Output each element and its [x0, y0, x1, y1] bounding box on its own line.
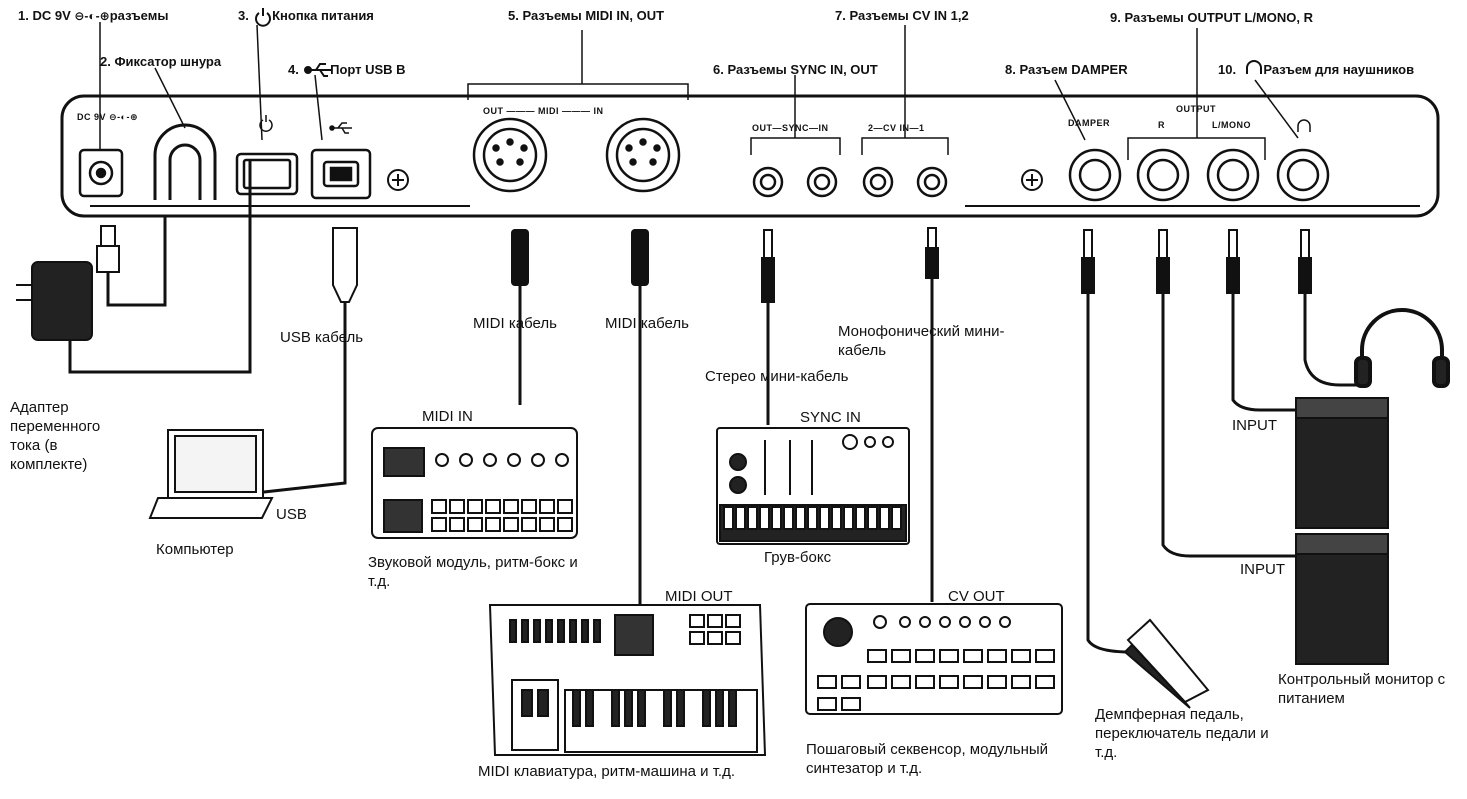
caption-lock: 2. Фиксатор шнура	[100, 54, 222, 69]
panel-headphone-icon	[1297, 119, 1311, 132]
label-computer: Компьютер	[156, 541, 234, 558]
panel-label-dc: DC 9V ⊖-◐-⊕	[77, 112, 138, 123]
label-monitor: Контрольный монитор с питанием	[1278, 671, 1446, 707]
panel-label-dc-text: DC 9V	[77, 112, 107, 122]
monitors	[1295, 397, 1389, 665]
label-midi-out: MIDI OUT	[665, 588, 733, 605]
label-groovebox: Грув-бокс	[764, 549, 832, 566]
label-input-2: INPUT	[1240, 561, 1285, 578]
label-input-1: INPUT	[1232, 417, 1277, 434]
caption-power-num: 3.	[238, 8, 249, 23]
dc-jack	[78, 148, 124, 198]
panel-label-midi: OUT ——— MIDI ——— IN	[483, 106, 604, 116]
label-midi-cable-1: MIDI кабель	[473, 315, 557, 332]
headphones	[1354, 308, 1450, 388]
label-usb-short: USB	[276, 506, 307, 523]
label-stereo-cable: Стерео мини-кабель	[705, 368, 849, 385]
panel-label-cv: 2—CV IN—1	[868, 123, 925, 133]
caption-phones-num: 10.	[1218, 62, 1237, 77]
label-cv-out: CV OUT	[948, 588, 1005, 605]
panel-polarity-icon: ⊖-◐-⊕	[109, 112, 139, 122]
damper-pedal	[1123, 618, 1210, 709]
quarter-inch-jacks	[1068, 148, 1330, 202]
usb-symbol-icon	[304, 63, 332, 77]
label-midi-in: MIDI IN	[422, 408, 473, 425]
caption-phones: 10. Разъем для наушников	[1218, 62, 1414, 77]
power-symbol-icon	[255, 8, 271, 27]
label-mono-cable: Монофонический мини-кабель	[838, 323, 1005, 359]
caption-midi: 5. Разъемы MIDI IN, OUT	[508, 8, 665, 23]
plugs	[96, 225, 1312, 303]
label-sequencer: Пошаговый секвенсор, модульный синтезато…	[806, 741, 1049, 777]
caption-phones-text: Разъем для наушников	[1263, 62, 1415, 77]
caption-usb-num: 4.	[288, 62, 299, 77]
label-usb-cable: USB кабель	[280, 329, 364, 346]
label-pedal: Демпферная педаль, переключатель педали …	[1095, 706, 1269, 761]
label-sound-module: Звуковой модуль, ритм-бокс и т.д.	[368, 554, 578, 590]
caption-usb: 4. Порт USB B	[288, 62, 406, 77]
midi-in-port	[605, 117, 681, 193]
label-midi-cable-2: MIDI кабель	[605, 315, 689, 332]
caption-sync: 6. Разъемы SYNC IN, OUT	[713, 62, 878, 77]
caption-power: 3. Кнопка питания	[238, 8, 374, 23]
groovebox	[716, 427, 910, 545]
panel-label-sync: OUT—SYNC—IN	[752, 123, 829, 133]
caption-dc-text: 1. DC 9V	[18, 8, 71, 23]
ground-screw-1	[387, 169, 409, 191]
label-sync-in: SYNC IN	[800, 409, 861, 426]
caption-usb-text: Порт USB B	[330, 62, 406, 77]
step-sequencer	[805, 603, 1063, 715]
midi-keyboard	[488, 604, 767, 756]
label-ac-adapter: Адаптер переменного тока (в комплекте)	[10, 399, 101, 473]
cord-lock	[153, 123, 217, 200]
ac-adapter	[16, 261, 93, 341]
midi-out-port	[472, 117, 548, 193]
panel-label-output: OUTPUT	[1176, 104, 1216, 114]
laptop	[148, 429, 274, 519]
power-button	[235, 152, 299, 196]
headphone-symbol-icon	[1246, 60, 1262, 74]
ground-screw-2	[1021, 169, 1043, 191]
mini-jacks	[752, 166, 948, 198]
caption-power-text: Кнопка питания	[272, 8, 374, 23]
caption-cv: 7. Разъемы CV IN 1,2	[835, 8, 969, 23]
usb-b-port	[310, 148, 372, 200]
panel-usb-icon	[329, 122, 352, 134]
sound-module	[371, 427, 578, 539]
panel-power-icon	[259, 115, 273, 132]
panel-label-damper: DAMPER	[1068, 118, 1111, 128]
panel-label-lmono: L/MONO	[1212, 120, 1251, 130]
polarity-icon: ⊖-◐-⊕	[74, 9, 110, 23]
caption-dc: 1. DC 9V ⊖-◐-⊕разъемы	[18, 8, 168, 23]
caption-output: 9. Разъемы OUTPUT L/MONO, R	[1110, 10, 1314, 25]
label-keyboard: MIDI клавиатура, ритм-машина и т.д.	[478, 763, 736, 780]
caption-damper: 8. Разъем DAMPER	[1005, 62, 1128, 77]
caption-dc-suffix: разъемы	[109, 8, 169, 23]
panel-label-r: R	[1158, 120, 1165, 130]
